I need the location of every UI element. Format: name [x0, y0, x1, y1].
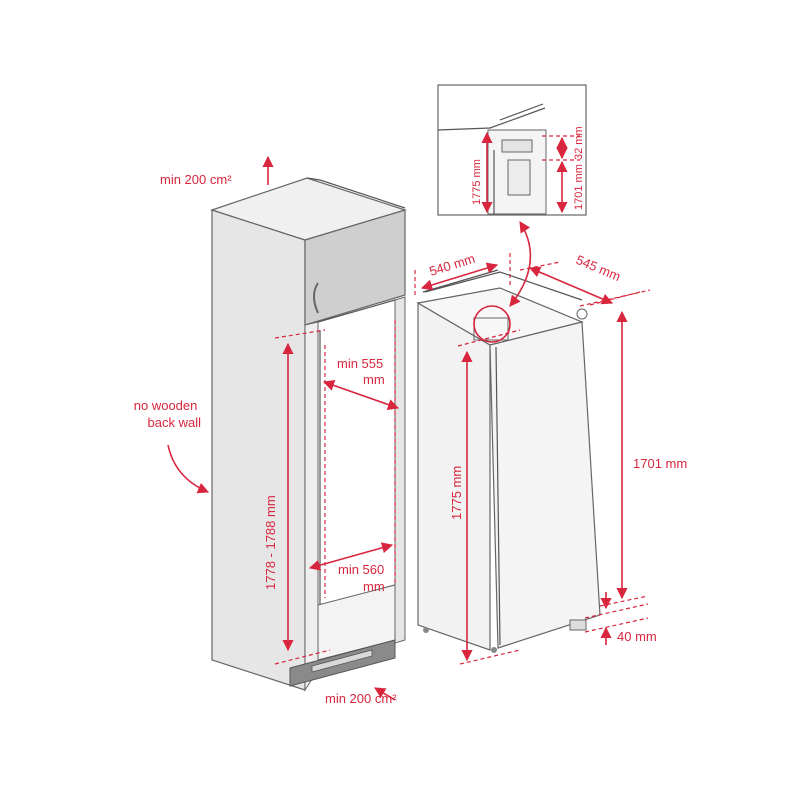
label-width-560: min 560 mm — [338, 562, 388, 594]
label-detail-1775: 1775 mm — [471, 159, 483, 205]
label-depth-555: min 555 mm — [337, 356, 387, 387]
cabinet — [210, 177, 408, 692]
upper-door-panel — [304, 209, 406, 326]
label-base-40: 40 mm — [617, 629, 657, 644]
label-appliance-height-1775: 1775 mm — [449, 466, 464, 520]
appliance-front-face — [489, 321, 601, 649]
label-appliance-height-1701: 1701 mm — [633, 456, 687, 471]
cabinet-right-frame — [394, 296, 406, 644]
detail-inset — [437, 84, 587, 216]
label-vent-top: min 200 cm² — [160, 172, 232, 187]
label-niche-height: 1778 - 1788 mm — [263, 495, 278, 590]
label-appliance-width: 540 mm — [427, 251, 476, 279]
door-handle — [313, 282, 319, 314]
cabinet-left-frame — [304, 321, 319, 692]
label-no-back-wall: no wooden back wall — [134, 398, 201, 430]
label-detail-32: 32 mm — [573, 126, 585, 160]
label-detail-1701: 1701 mm — [573, 164, 585, 210]
cabinet-dimensions — [167, 155, 400, 701]
label-vent-bottom: min 200 cm² — [325, 691, 397, 706]
appliance-dimensions — [414, 221, 651, 665]
label-appliance-depth: 545 mm — [574, 252, 623, 284]
cabinet-side-panel — [211, 209, 306, 691]
